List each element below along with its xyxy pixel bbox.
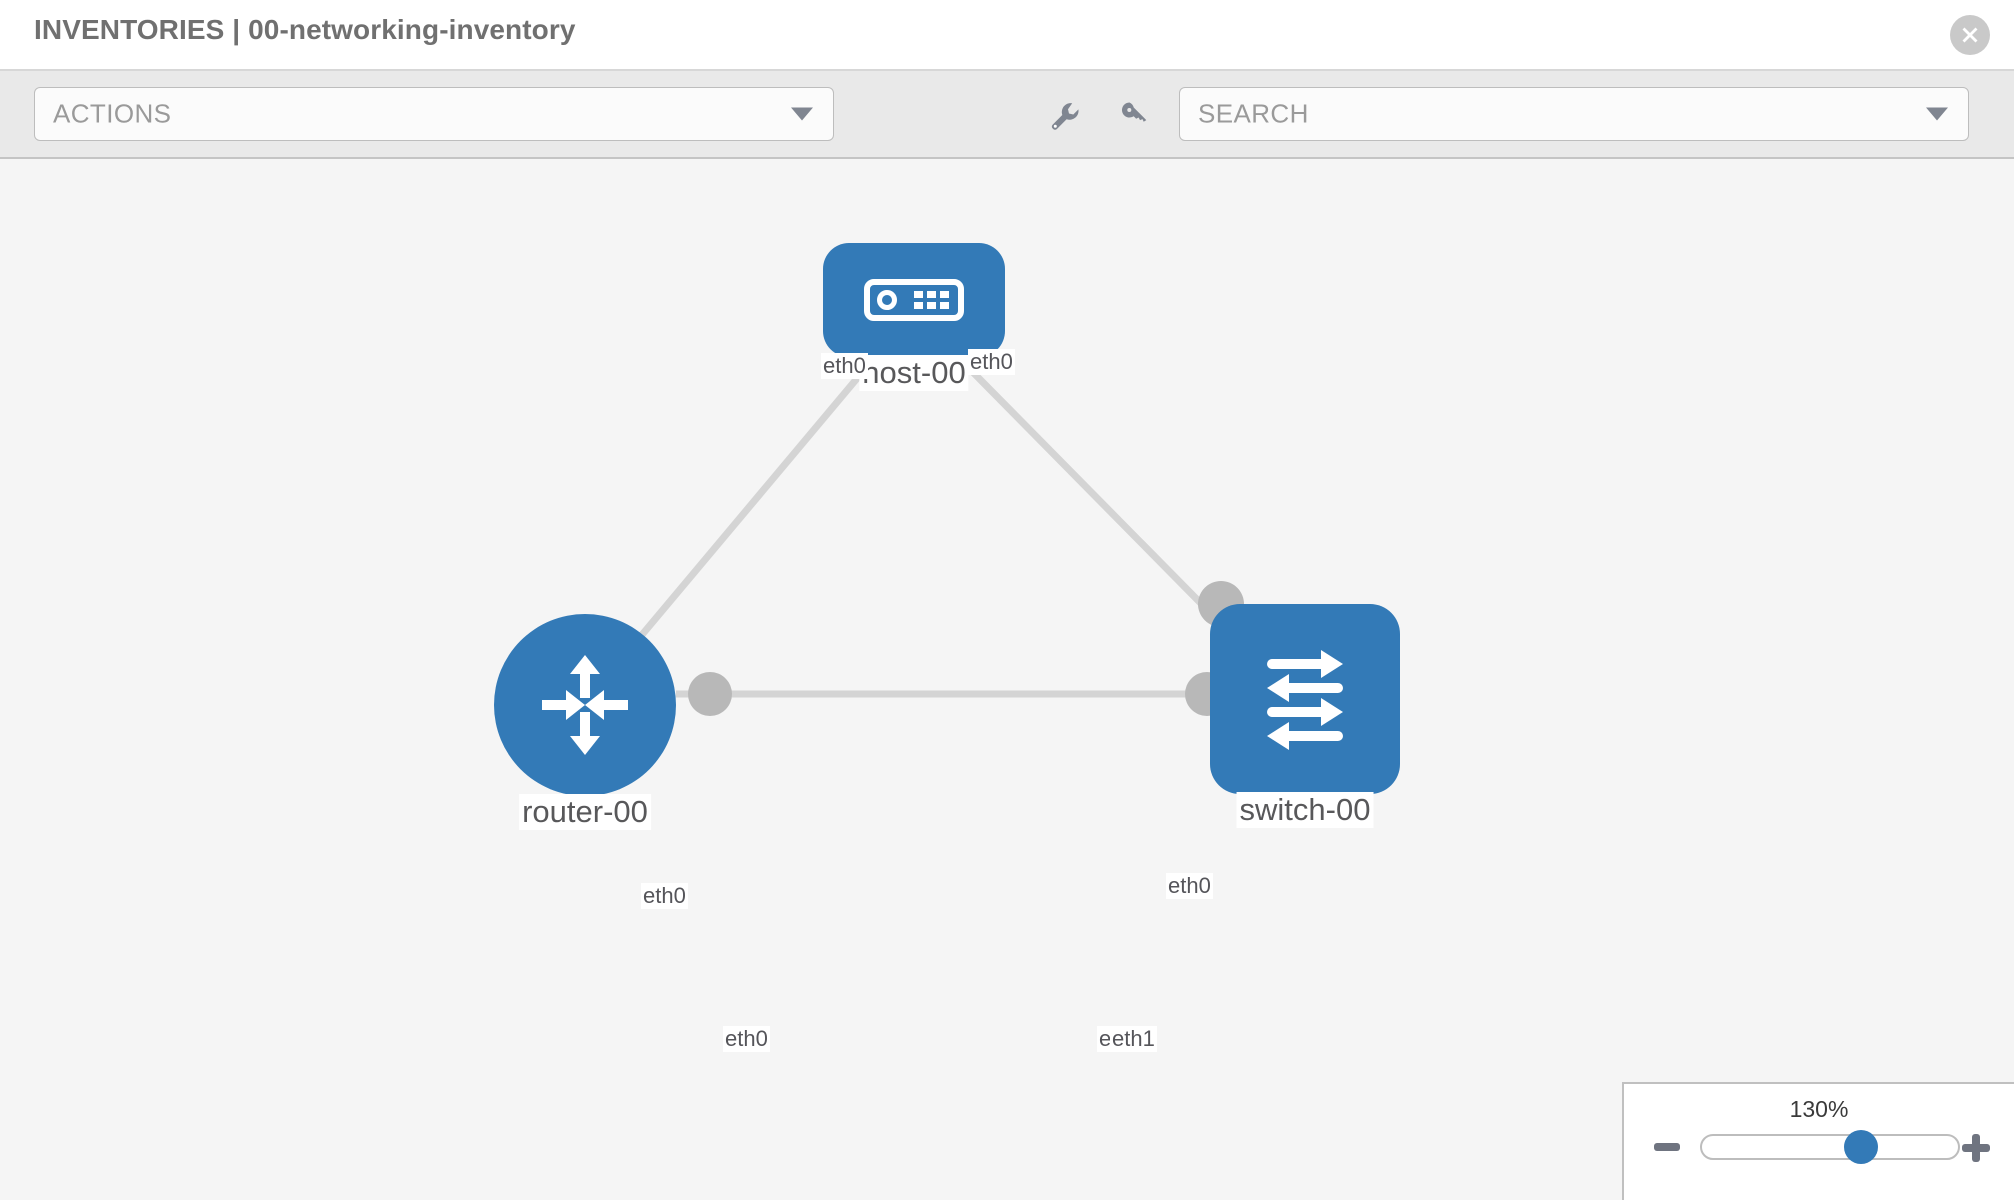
zoom-control-panel: 130%	[1622, 1082, 2014, 1200]
zoom-slider-thumb[interactable]	[1843, 1130, 1878, 1164]
toolbar: ACTIONS SEARCH	[0, 71, 2014, 159]
key-icon[interactable]	[1118, 99, 1152, 133]
wrench-icon[interactable]	[1047, 99, 1081, 133]
minus-icon	[1654, 1143, 1680, 1151]
page-title: INVENTORIES | 00-networking-inventory	[34, 14, 576, 45]
server-icon	[864, 279, 964, 321]
zoom-out-button[interactable]	[1652, 1132, 1682, 1164]
plus-icon	[1962, 1134, 1990, 1162]
search-input[interactable]: SEARCH	[1179, 87, 1969, 141]
zoom-slider-track[interactable]	[1700, 1130, 1960, 1164]
iface-dot-router-right[interactable]	[688, 672, 732, 716]
close-button[interactable]	[1950, 15, 1990, 55]
topology-canvas[interactable]: host-00 rout	[0, 161, 2014, 1200]
switch-arrows-icon	[1267, 650, 1343, 750]
iface-label-router-right: eth0	[723, 1026, 770, 1052]
chevron-down-icon	[791, 107, 813, 121]
page-header: INVENTORIES | 00-networking-inventory	[0, 0, 2014, 71]
actions-dropdown-label: ACTIONS	[53, 98, 172, 129]
node-router-00[interactable]: router-00	[494, 614, 676, 830]
actions-dropdown[interactable]: ACTIONS	[34, 87, 834, 141]
node-switch-00-label: switch-00	[1236, 792, 1374, 828]
iface-label-switch-left: eth1	[1110, 1026, 1157, 1052]
topology-links	[617, 348, 1241, 698]
node-host-00-label: host-00	[859, 355, 969, 391]
iface-label-router-up: eth0	[641, 883, 688, 909]
link-host-router	[617, 348, 883, 664]
zoom-level-value: 130%	[1789, 1096, 1849, 1122]
chevron-down-icon	[1926, 107, 1948, 121]
node-host-00-shape	[823, 243, 1005, 357]
link-host-switch	[949, 348, 1241, 644]
close-icon	[1962, 27, 1978, 43]
router-arrows-icon	[542, 655, 628, 755]
zoom-in-button[interactable]	[1960, 1132, 1992, 1166]
node-switch-00[interactable]: switch-00	[1210, 604, 1400, 828]
node-router-00-shape	[494, 614, 676, 796]
search-placeholder: SEARCH	[1198, 98, 1309, 129]
node-switch-00-shape	[1210, 604, 1400, 794]
node-router-00-label: router-00	[519, 794, 651, 830]
iface-label-host-right: eth0	[968, 349, 1015, 375]
iface-label-switch-up: eth0	[1166, 873, 1213, 899]
node-host-00[interactable]: host-00	[823, 243, 1005, 391]
iface-label-host-left: eth0	[821, 353, 868, 379]
